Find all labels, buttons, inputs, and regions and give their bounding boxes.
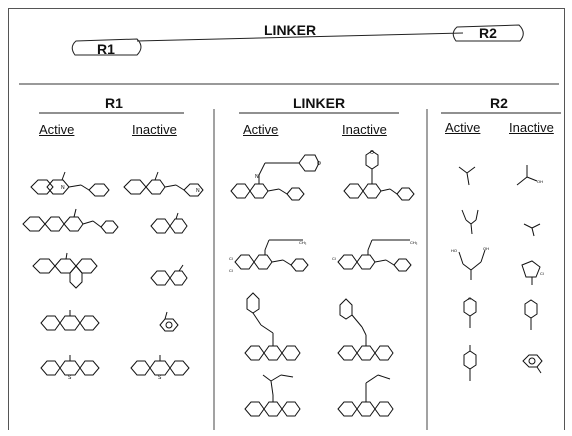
r1-active-structure-4 [39, 309, 103, 337]
r2-column-title: R2 [490, 95, 508, 111]
linker-inactive-structure-2: CH₃ Cl [332, 232, 418, 284]
r2-box [452, 24, 524, 42]
linker-active-structure-1: N O [229, 151, 321, 213]
r1-label: R1 [97, 41, 115, 57]
r2-inactive-header: Inactive [509, 120, 554, 135]
linker-inactive-structure-1: O [334, 150, 419, 213]
linker-line [136, 32, 464, 42]
svg-text:OH: OH [483, 246, 489, 251]
r1-inactive-structure-3 [149, 264, 189, 292]
schematic-diagram [19, 24, 559, 85]
r1-active-header: Active [39, 122, 75, 137]
linker-inactive-structure-4 [334, 369, 404, 425]
r1-active-structure-3 [31, 252, 111, 292]
svg-text:S: S [158, 375, 162, 381]
r1-active-structure-1: N [29, 169, 114, 205]
svg-text:Cl: Cl [332, 256, 336, 261]
r2-active-structure-3: HO OH [451, 246, 489, 286]
linker-active-structure-4 [241, 369, 311, 425]
figure-frame: R1 LINKER R2 R1 LINKER R2 Active Inactiv… [8, 8, 565, 430]
r2-active-header: Active [445, 120, 481, 135]
r2-label: R2 [479, 25, 497, 41]
r2-active-structure-1 [449, 157, 489, 193]
r1-inactive-structure-4 [157, 311, 181, 337]
svg-text:Cl: Cl [540, 271, 544, 276]
svg-text:CH₃: CH₃ [410, 240, 418, 245]
svg-text:N: N [255, 174, 259, 180]
r2-inactive-structure-3: Cl [514, 257, 544, 287]
r2-inactive-structure-4 [515, 296, 551, 336]
r1-active-structure-2 [21, 206, 121, 242]
svg-text:Cl: Cl [229, 256, 233, 261]
r2-active-structure-2 [454, 204, 494, 240]
svg-text:O: O [370, 150, 374, 156]
r1-inactive-header: Inactive [132, 122, 177, 137]
linker-active-structure-2: CH₃ Cl Cl [229, 232, 339, 273]
r1-inactive-structure-5: S [129, 354, 193, 381]
r2-inactive-structure-2 [512, 214, 552, 240]
r2-active-structure-5 [452, 339, 492, 389]
svg-text:O: O [317, 161, 321, 167]
column-rules [39, 109, 561, 430]
r1-inactive-structure-2 [149, 212, 189, 240]
linker-active-structure-3 [241, 291, 311, 369]
r1-active-structure-5: S [39, 354, 103, 381]
svg-text:S: S [68, 375, 72, 381]
svg-text:Cl: Cl [229, 268, 233, 273]
linker-label: LINKER [264, 22, 317, 38]
r1-inactive-structure-1: N [122, 169, 207, 205]
svg-text:N: N [196, 188, 200, 194]
linker-inactive-structure-3 [334, 297, 404, 369]
r2-inactive-structure-1: OH [509, 159, 543, 195]
linker-active-header: Active [243, 122, 279, 137]
linker-inactive-header: Inactive [342, 122, 387, 137]
svg-text:OH: OH [537, 179, 543, 184]
r2-inactive-structure-5 [515, 349, 549, 379]
svg-text:HO: HO [451, 248, 457, 253]
r1-column-title: R1 [105, 95, 123, 111]
svg-text:CH₃: CH₃ [299, 240, 307, 245]
r2-active-structure-4: O [454, 296, 490, 334]
svg-text:N: N [61, 185, 65, 191]
r1-box [71, 38, 142, 56]
linker-column-title: LINKER [292, 95, 346, 111]
svg-text:O: O [468, 296, 471, 301]
